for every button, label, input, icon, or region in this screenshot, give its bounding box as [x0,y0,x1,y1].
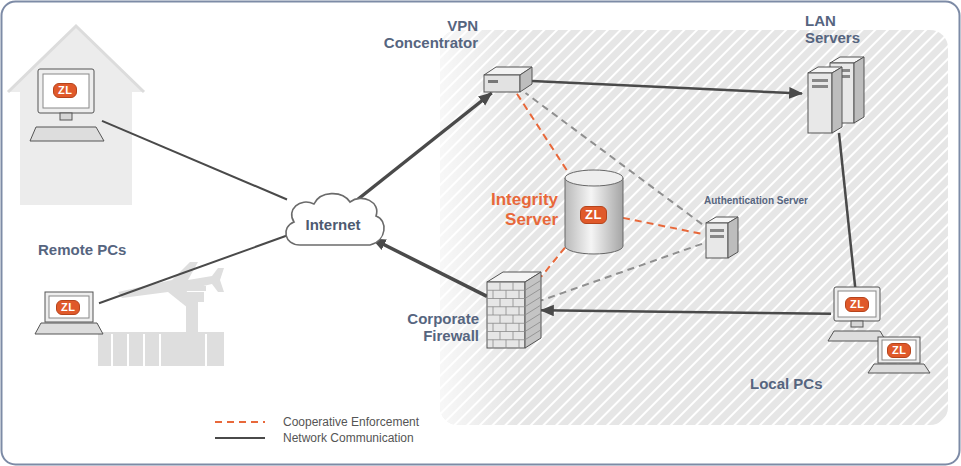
remote-laptop: ZL [35,290,103,338]
airport-illustration [98,262,224,366]
network-link [102,121,287,200]
legend-label: Cooperative Enforcement [283,415,419,429]
network-link [99,236,287,304]
corporate-firewall-icon [485,270,543,350]
zl-badge: ZL [845,297,869,312]
legend-sample [215,417,265,427]
network-link [541,310,831,313]
authentication-server: Authentication Server [700,215,740,260]
corporate-firewall: Corporate Firewall [485,270,543,350]
corporate-network-region [440,30,948,425]
node-label: Internet [305,206,360,233]
zl-badge: ZL [56,300,80,315]
node-label: Local PCs [750,375,823,392]
node-label: VPN Concentrator [368,17,478,52]
local-laptop-pc: ZLLocal PCs [868,335,930,377]
lan-servers-icon [800,55,870,135]
node-label: Integrity Server [460,190,558,229]
lan-servers: LAN Servers [800,55,870,135]
node-label: Remote PCs [38,241,126,258]
internet-cloud: Internet [278,190,388,248]
local-desktop-pc: ZL [828,285,888,343]
network-link [358,93,491,199]
enforcement-link [623,218,702,234]
enforcement-link [541,248,565,277]
legend-sample [215,433,265,443]
node-label: Corporate Firewall [375,310,479,345]
remote-pc: ZLRemote PCs [28,65,106,147]
remote-pc-icon [28,65,106,147]
zl-badge: ZL [580,206,607,224]
network-link [839,133,855,288]
enforcement-link [516,93,566,170]
node-label: Authentication Server [704,195,808,207]
vpn-concentrator-icon [482,65,534,95]
legend-entry: Cooperative Enforcement [215,414,419,430]
legend-line [215,421,265,423]
vpn-concentrator: VPN Concentrator [482,65,534,95]
node-label: LAN Servers [805,12,885,47]
network-link [373,239,487,296]
network-link [532,81,802,93]
local-desktop-pc-icon [828,285,888,343]
enforcement-link [541,244,702,301]
house-illustration [8,26,144,205]
zl-badge: ZL [887,343,911,358]
legend: Cooperative EnforcementNetwork Communica… [215,414,419,446]
legend-label: Network Communication [283,431,414,445]
legend-line [215,437,265,439]
legend-entry: Network Communication [215,430,419,446]
integrity-server: Integrity ServerZL [563,168,625,256]
authentication-server-icon [700,215,740,260]
zl-badge: ZL [53,83,77,98]
